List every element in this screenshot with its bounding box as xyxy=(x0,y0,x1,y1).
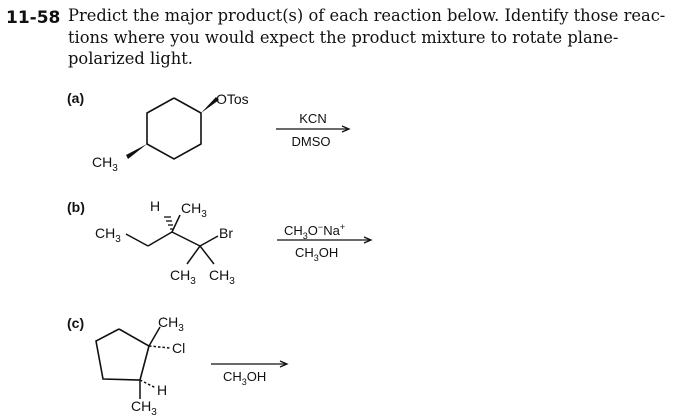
ch3-top-b: CH3 xyxy=(181,200,207,220)
problem-number: 11-58 xyxy=(6,8,61,28)
carbon-chain-b xyxy=(125,214,219,265)
ch3-bottom-c: CH3 xyxy=(131,398,157,418)
reagent-kcn: KCN xyxy=(299,111,326,126)
question-line-2: tions where you would expect the product… xyxy=(68,28,619,47)
reagent-dmso: DMSO xyxy=(292,134,331,149)
reaction-arrow-a xyxy=(276,125,351,133)
otos-label: OTos xyxy=(216,91,249,107)
hashed-bond-h-b xyxy=(164,216,174,230)
question-line-3: polarized light. xyxy=(68,49,193,68)
wedge-bond-ch3-a xyxy=(126,144,147,159)
cyclopentane-ring xyxy=(95,328,150,381)
br-label-b: Br xyxy=(219,225,233,241)
reagent-methanol-b: CH3OH xyxy=(295,245,338,263)
reaction-arrow-b xyxy=(277,236,373,244)
part-c-label: (c) xyxy=(67,315,85,331)
ch3-top-c: CH3 xyxy=(158,314,184,334)
ring-substituent-bonds-c xyxy=(139,326,161,399)
dashed-bond-h-c xyxy=(139,379,157,389)
cyclohexane-ring xyxy=(146,97,202,160)
reaction-arrow-c xyxy=(211,360,289,368)
part-b-label: (b) xyxy=(67,199,85,215)
wedge-bond-otos xyxy=(201,97,219,113)
reagent-methoxide: CH3O−Na+ xyxy=(284,222,345,241)
cl-label-c: Cl xyxy=(172,340,185,356)
ch3-bottom-right-b: CH3 xyxy=(209,267,235,287)
h-label-c: H xyxy=(157,382,167,398)
dashed-bond-cl-c xyxy=(148,345,171,349)
question-line-1: Predict the major product(s) of each rea… xyxy=(68,6,666,25)
part-a-label: (a) xyxy=(67,90,85,106)
reagent-methanol-c: CH3OH xyxy=(223,369,266,387)
ch3-label-a: CH3 xyxy=(92,154,118,174)
ch3-left-b: CH3 xyxy=(95,225,121,245)
ch3-bottom-left-b: CH3 xyxy=(170,267,196,287)
h-label-b: H xyxy=(150,198,160,214)
